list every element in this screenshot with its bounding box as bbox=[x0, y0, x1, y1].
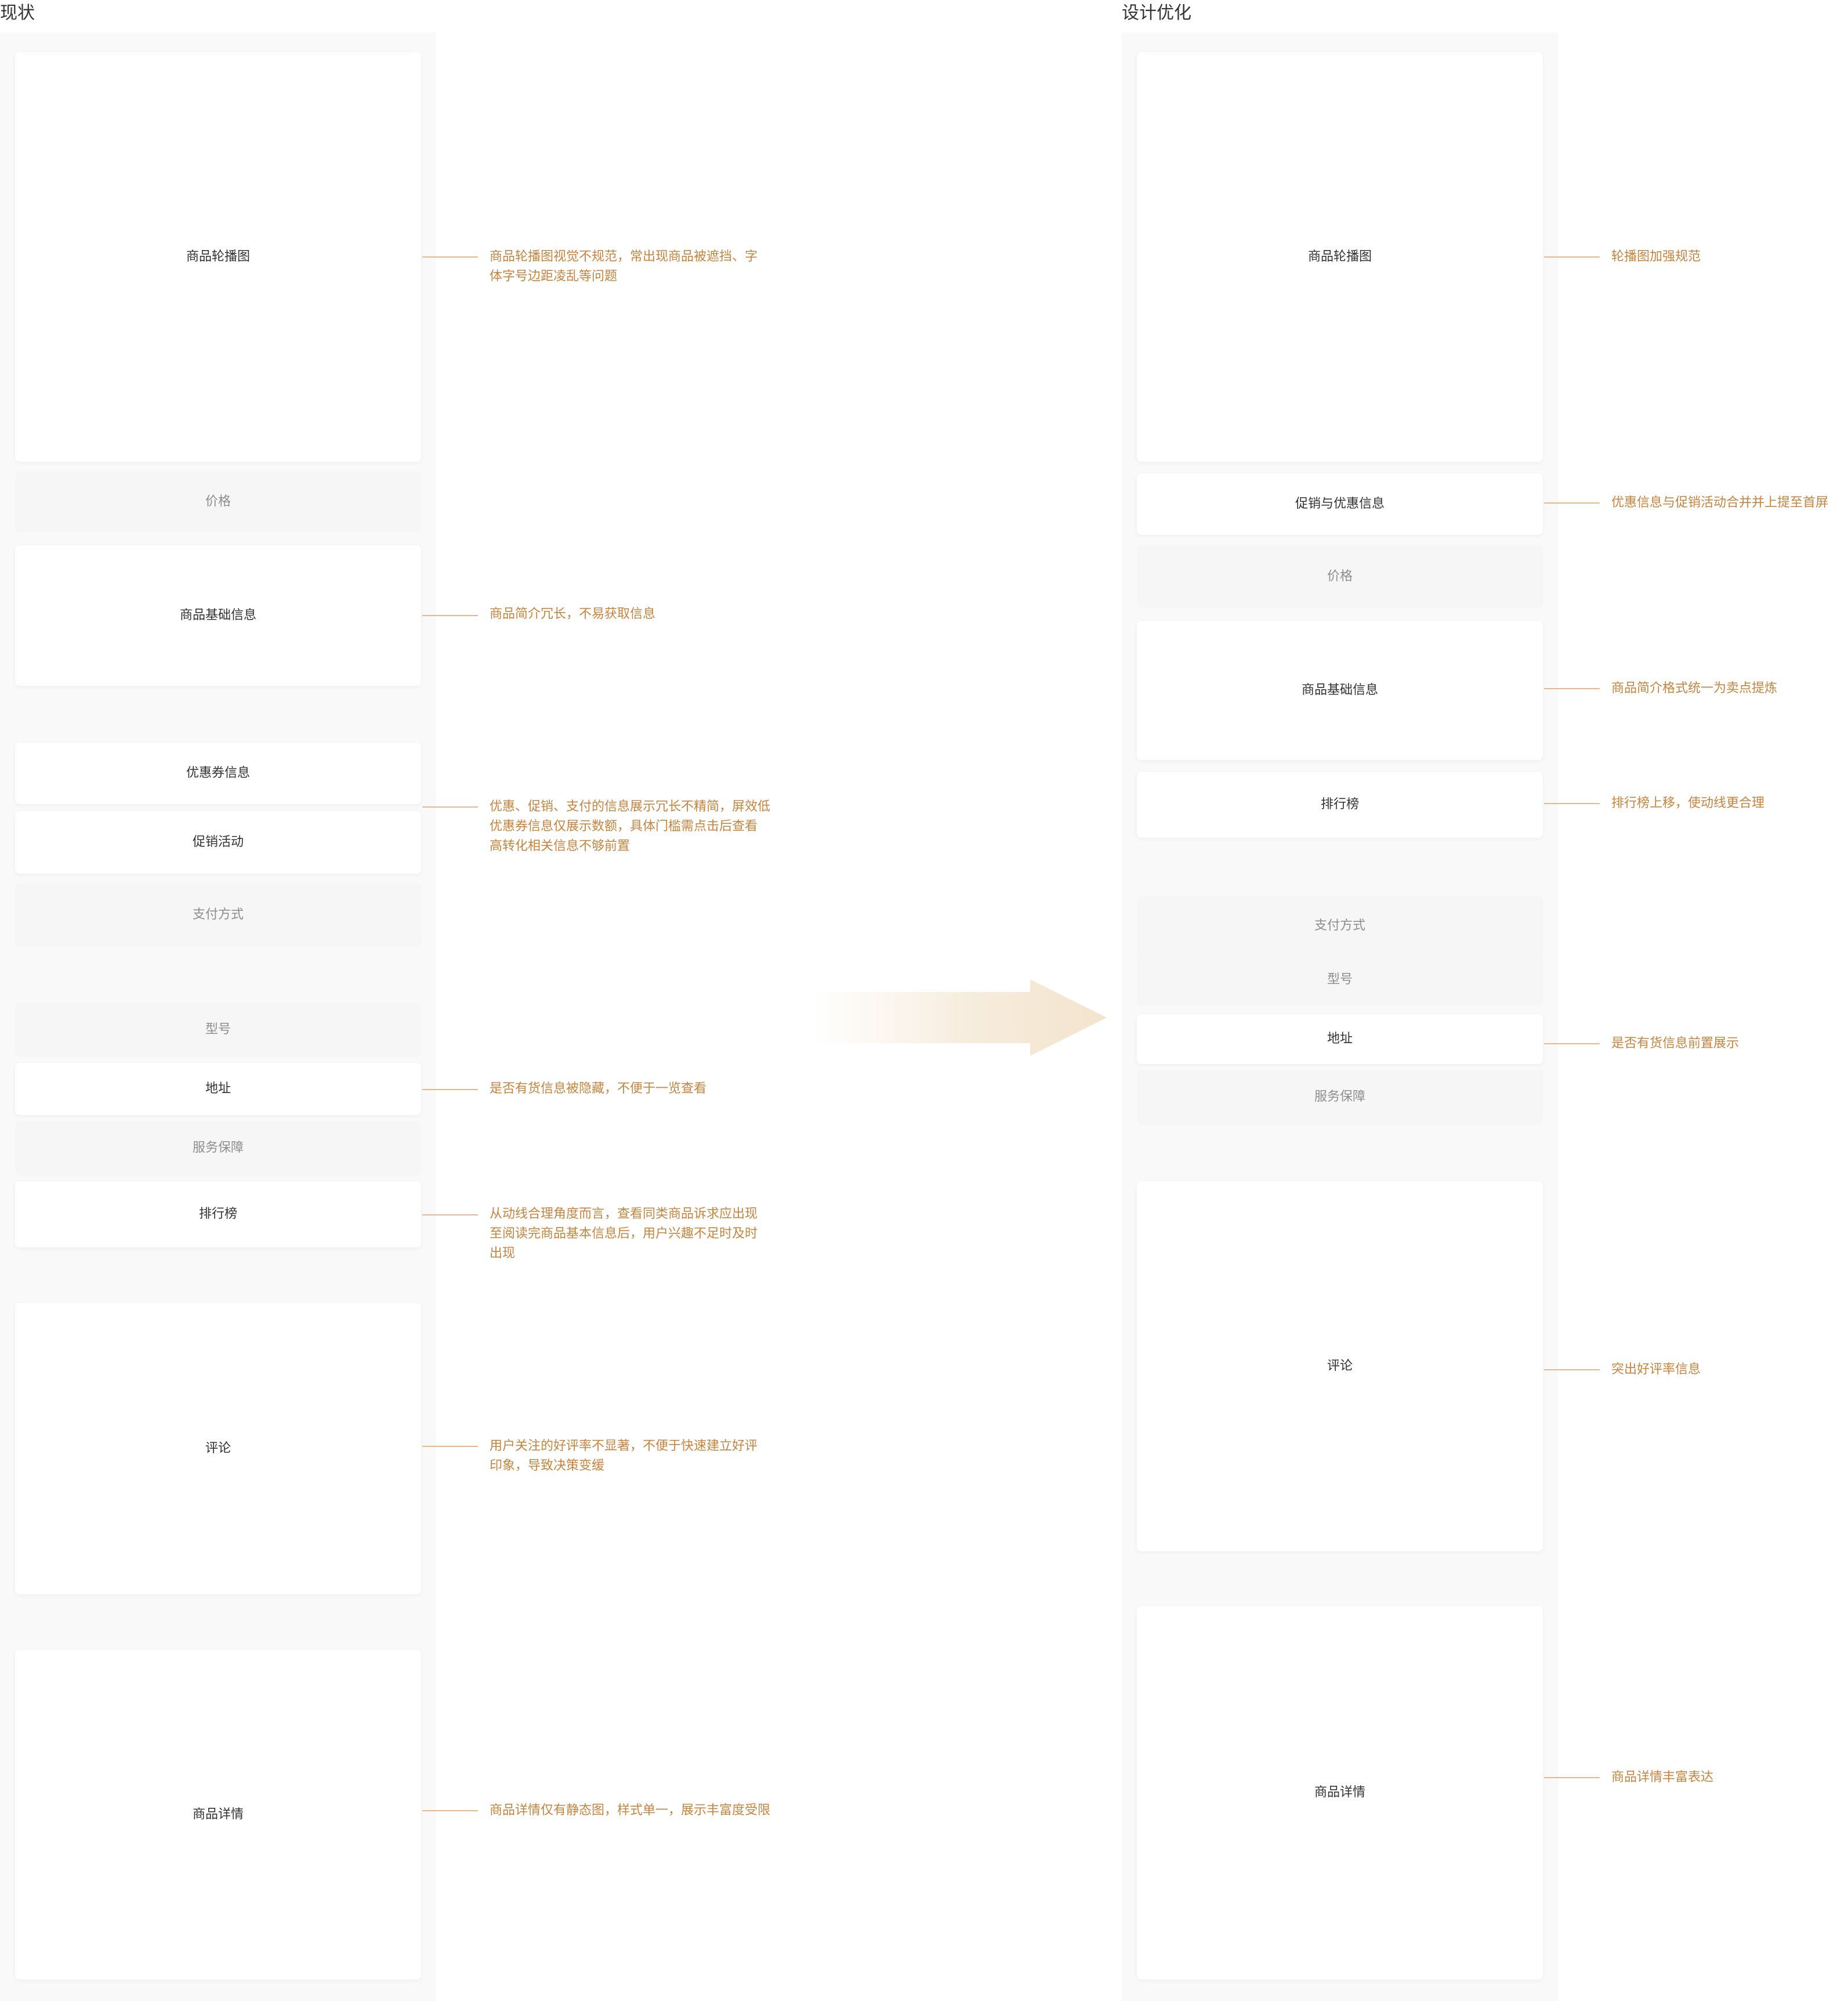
left-payment-label: 支付方式 bbox=[192, 907, 244, 922]
note-line: 高转化相关信息不够前置 bbox=[490, 839, 631, 853]
right-model-label: 型号 bbox=[1327, 972, 1353, 987]
left-service-block: 服务保障 bbox=[15, 1121, 421, 1175]
left-reviews-connector bbox=[422, 1446, 478, 1447]
left-service-label: 服务保障 bbox=[192, 1141, 244, 1155]
right-promo-discount-connector bbox=[1544, 502, 1600, 504]
left-address-block: 地址 bbox=[15, 1063, 421, 1115]
note-line: 轮播图加强规范 bbox=[1611, 249, 1701, 264]
note-line: 商品简介格式统一为卖点提炼 bbox=[1611, 681, 1778, 696]
left-details-block: 商品详情 bbox=[15, 1650, 421, 1980]
left-details-label: 商品详情 bbox=[192, 1807, 244, 1822]
note-line: 商品详情丰富表达 bbox=[1611, 1770, 1714, 1785]
left-address-label: 地址 bbox=[205, 1081, 231, 1096]
right-price-label: 价格 bbox=[1327, 569, 1353, 584]
left-carousel-label: 商品轮播图 bbox=[186, 249, 250, 264]
note-line: 体字号边距凌乱等问题 bbox=[490, 269, 618, 284]
note-line: 优惠、促销、支付的信息展示冗长不精简，屏效低 bbox=[490, 799, 771, 814]
left-promotion-label: 促销活动 bbox=[192, 835, 244, 849]
current-state-title: 现状 bbox=[0, 3, 35, 23]
note-line: 出现 bbox=[490, 1246, 516, 1261]
note-line: 印象，导致决策变缓 bbox=[490, 1459, 605, 1473]
left-reviews-note: 用户关注的好评率不显著，不便于快速建立好评 印象，导致决策变缓 bbox=[490, 1436, 758, 1476]
note-line: 用户关注的好评率不显著，不便于快速建立好评 bbox=[490, 1439, 758, 1453]
right-promo-discount-note: 优惠信息与促销活动合并并上提至首屏 bbox=[1611, 493, 1828, 513]
right-ranking-note: 排行榜上移，使动线更合理 bbox=[1611, 794, 1764, 813]
right-model-block: 型号 bbox=[1137, 954, 1543, 1006]
note-line: 优惠信息与促销活动合并并上提至首屏 bbox=[1611, 495, 1829, 510]
right-details-connector bbox=[1544, 1777, 1600, 1778]
left-ranking-connector bbox=[422, 1214, 478, 1215]
left-address-note: 是否有货信息被隐藏，不便于一览查看 bbox=[490, 1079, 706, 1099]
left-payment-block: 支付方式 bbox=[15, 883, 421, 947]
right-address-connector bbox=[1544, 1043, 1600, 1044]
note-line: 至阅读完商品基本信息后，用户兴趣不足时及时 bbox=[490, 1226, 758, 1241]
right-carousel-note: 轮播图加强规范 bbox=[1611, 247, 1701, 267]
left-ranking-note: 从动线合理角度而言，查看同类商品诉求应出现 至阅读完商品基本信息后，用户兴趣不足… bbox=[490, 1204, 758, 1264]
left-details-note: 商品详情仅有静态图，样式单一，展示丰富度受限 bbox=[490, 1801, 770, 1821]
left-coupon-label: 优惠券信息 bbox=[186, 766, 250, 780]
right-service-block: 服务保障 bbox=[1137, 1070, 1543, 1124]
note-line: 从动线合理角度而言，查看同类商品诉求应出现 bbox=[490, 1207, 758, 1221]
left-address-connector bbox=[422, 1089, 478, 1090]
right-address-block: 地址 bbox=[1137, 1014, 1543, 1064]
right-reviews-block: 评论 bbox=[1137, 1181, 1543, 1551]
note-line: 商品简介冗长，不易获取信息 bbox=[490, 607, 656, 621]
right-basic-info-connector bbox=[1544, 688, 1600, 689]
right-payment-label: 支付方式 bbox=[1314, 918, 1365, 933]
right-ranking-connector bbox=[1544, 803, 1600, 804]
right-ranking-block: 排行榜 bbox=[1137, 772, 1543, 838]
right-promo-discount-block: 促销与优惠信息 bbox=[1137, 473, 1543, 535]
left-discount-connector bbox=[422, 806, 478, 808]
left-promotion-block: 促销活动 bbox=[15, 811, 421, 874]
right-details-label: 商品详情 bbox=[1314, 1785, 1365, 1800]
right-basic-info-label: 商品基础信息 bbox=[1301, 683, 1378, 697]
left-carousel-note: 商品轮播图视觉不规范，常出现商品被遮挡、字 体字号边距凌乱等问题 bbox=[490, 247, 758, 287]
right-promo-discount-label: 促销与优惠信息 bbox=[1295, 497, 1385, 511]
right-basic-info-block: 商品基础信息 bbox=[1137, 621, 1543, 760]
left-basic-info-note: 商品简介冗长，不易获取信息 bbox=[490, 605, 655, 624]
left-price-label: 价格 bbox=[205, 494, 231, 509]
right-details-note: 商品详情丰富表达 bbox=[1611, 1768, 1713, 1787]
right-carousel-block: 商品轮播图 bbox=[1137, 52, 1543, 462]
left-reviews-label: 评论 bbox=[205, 1441, 231, 1456]
left-carousel-connector bbox=[422, 256, 478, 258]
note-line: 是否有货信息前置展示 bbox=[1611, 1036, 1740, 1051]
right-reviews-note: 突出好评率信息 bbox=[1611, 1360, 1701, 1380]
left-price-block: 价格 bbox=[15, 471, 421, 533]
right-payment-block: 支付方式 bbox=[1137, 896, 1543, 956]
left-basic-info-block: 商品基础信息 bbox=[15, 545, 421, 686]
right-reviews-connector bbox=[1544, 1369, 1600, 1370]
right-ranking-label: 排行榜 bbox=[1320, 797, 1359, 812]
right-carousel-connector bbox=[1544, 256, 1600, 258]
left-discount-note: 优惠、促销、支付的信息展示冗长不精简，屏效低 优惠券信息仅展示数额，具体门槛需点… bbox=[490, 797, 770, 856]
right-carousel-label: 商品轮播图 bbox=[1307, 249, 1372, 264]
note-line: 优惠券信息仅展示数额，具体门槛需点击后查看 bbox=[490, 819, 758, 834]
left-model-block: 型号 bbox=[15, 1003, 421, 1057]
left-carousel-block: 商品轮播图 bbox=[15, 52, 421, 462]
right-basic-info-note: 商品简介格式统一为卖点提炼 bbox=[1611, 679, 1777, 699]
left-ranking-label: 排行榜 bbox=[198, 1207, 237, 1221]
left-details-connector bbox=[422, 1810, 478, 1811]
right-address-note: 是否有货信息前置展示 bbox=[1611, 1034, 1739, 1054]
optimized-title: 设计优化 bbox=[1122, 3, 1191, 23]
note-line: 商品轮播图视觉不规范，常出现商品被遮挡、字 bbox=[490, 249, 758, 264]
right-details-block: 商品详情 bbox=[1137, 1606, 1543, 1980]
note-line: 排行榜上移，使动线更合理 bbox=[1611, 796, 1765, 810]
right-address-label: 地址 bbox=[1327, 1032, 1353, 1046]
left-ranking-block: 排行榜 bbox=[15, 1181, 421, 1247]
left-model-label: 型号 bbox=[205, 1022, 231, 1037]
right-price-block: 价格 bbox=[1137, 545, 1543, 608]
note-line: 突出好评率信息 bbox=[1611, 1362, 1701, 1377]
transition-arrow-icon bbox=[813, 979, 1107, 1056]
left-coupon-block: 优惠券信息 bbox=[15, 743, 421, 804]
left-basic-info-connector bbox=[422, 615, 478, 616]
note-line: 是否有货信息被隐藏，不便于一览查看 bbox=[490, 1081, 707, 1096]
left-reviews-block: 评论 bbox=[15, 1303, 421, 1594]
right-reviews-label: 评论 bbox=[1327, 1359, 1353, 1373]
right-service-label: 服务保障 bbox=[1314, 1090, 1365, 1104]
note-line: 商品详情仅有静态图，样式单一，展示丰富度受限 bbox=[490, 1803, 771, 1818]
left-basic-info-label: 商品基础信息 bbox=[179, 608, 256, 623]
